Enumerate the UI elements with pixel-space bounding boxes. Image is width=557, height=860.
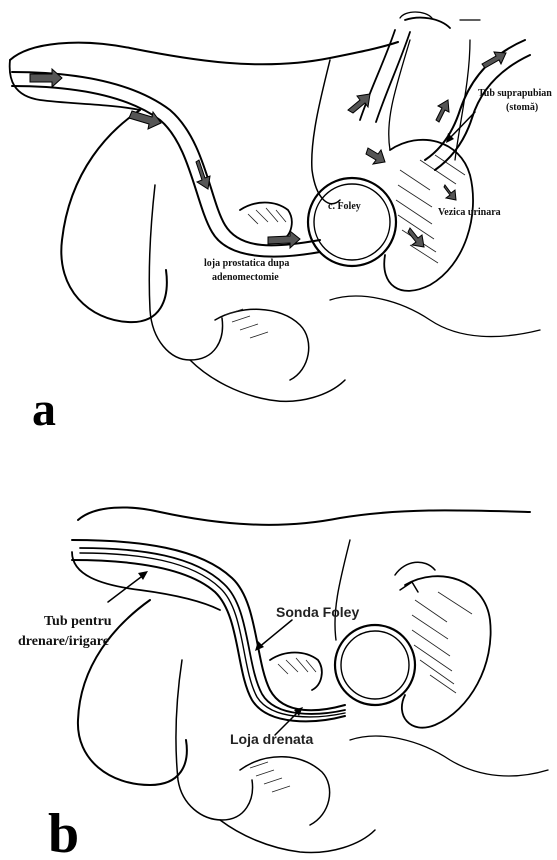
- panel-a-catheter-inner: [12, 86, 320, 257]
- flow-arrow: [348, 94, 370, 113]
- label-suprapubic-tube-2: (stomă): [506, 102, 538, 113]
- panel-b-drain-pointer: [108, 574, 145, 602]
- panel-b-foley-outer: [80, 548, 345, 714]
- panel-b-foley-pointer: [258, 620, 292, 648]
- label-bladder: Vezica urinara: [438, 207, 501, 218]
- label-drain-tube-2: drenare/irigare: [18, 634, 109, 649]
- panel-b-drain-tube-outer: [72, 540, 345, 710]
- panel-a-rectum: [215, 309, 309, 380]
- label-foley-catheter: Sonda Foley: [276, 604, 359, 620]
- label-suprapubic-tube-1: Tub suprapubian: [478, 88, 552, 99]
- panel-b-foley-balloon: [335, 625, 415, 705]
- flow-arrow: [436, 100, 449, 122]
- panel-b: Tub pentru drenare/irigare Sonda Foley L…: [18, 507, 548, 860]
- panel-b-bladder: [402, 576, 491, 727]
- flow-arrow: [482, 52, 506, 68]
- panel-a-catheter-outer: [12, 72, 320, 245]
- flow-arrow: [129, 111, 161, 129]
- panel-b-perineum: [220, 820, 375, 853]
- label-prostatic-fossa-2: adenomectomie: [212, 272, 279, 283]
- panel-a-foley-balloon: [308, 178, 396, 266]
- panel-b-abdominal-wall: [335, 540, 350, 640]
- panel-b-drain-tube-inner: [72, 560, 345, 721]
- panel-a-rectum-2: [330, 296, 540, 336]
- panel-a-upper-tube: [360, 18, 450, 122]
- label-drain-tube-1: Tub pentru: [44, 614, 112, 629]
- panel-b-foley-inner: [80, 553, 345, 717]
- panel-a-penis-outline: [10, 42, 398, 64]
- flow-arrow: [444, 185, 456, 200]
- panel-a: c. Foley loja prostatica dupa adenomecto…: [10, 12, 553, 436]
- label-prostatic-fossa-1: loja prostatica dupa: [204, 258, 289, 269]
- panel-a-perineum: [190, 360, 345, 401]
- panel-a-letter: a: [32, 383, 56, 436]
- label-foley-balloon: c. Foley: [328, 201, 361, 212]
- panel-a-scrotum: [61, 110, 167, 322]
- flow-arrow: [366, 148, 385, 164]
- panel-b-lower-structure: [350, 736, 548, 776]
- panel-b-body-outline: [78, 507, 530, 524]
- panel-b-letter: b: [48, 803, 79, 860]
- label-drained-fossa: Loja drenata: [230, 731, 313, 747]
